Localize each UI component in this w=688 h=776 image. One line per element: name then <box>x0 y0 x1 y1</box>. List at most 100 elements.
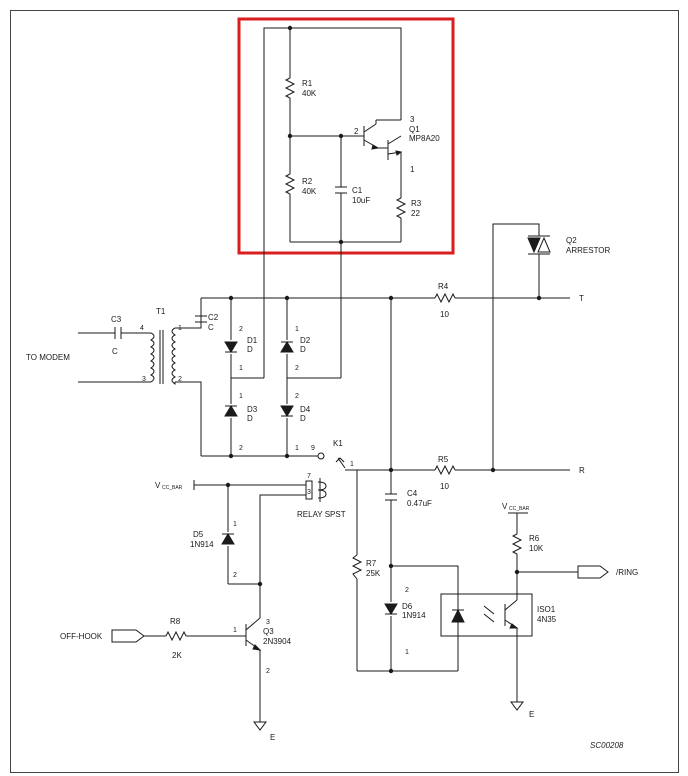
q3-value: 2N3904 <box>263 637 292 646</box>
transistor-q1: Q1 MP8A20 2 3 1 <box>354 115 440 174</box>
r5-value: 10 <box>440 482 449 491</box>
drawing-tag: SC00208 <box>590 741 624 750</box>
arrestor-q2: Q2 ARRESTOR <box>527 235 611 255</box>
d2-value: D <box>300 345 306 354</box>
off-hook-label: OFF-HOOK <box>60 632 103 641</box>
r5-ref: R5 <box>438 455 449 464</box>
ground-iso: E <box>510 701 534 719</box>
q1-ref: Q1 <box>409 125 420 134</box>
diode-d6: D6 1N914 2 1 <box>384 587 426 656</box>
q1-pin-collector: 3 <box>410 115 415 124</box>
vcc-left-label: V CC_BAR <box>155 481 183 491</box>
resistor-r7: R7 25K <box>351 554 381 580</box>
r1-value: 40K <box>302 89 317 98</box>
t1-pin-3: 3 <box>142 376 146 383</box>
d5-ref: D5 <box>193 530 204 539</box>
d6-pin-bot: 1 <box>405 649 409 656</box>
t1-ref: T1 <box>156 307 166 316</box>
r3-value: 22 <box>411 209 420 218</box>
capacitor-c1: C1 10uF <box>335 186 370 205</box>
vcc-right-label: V CC_BAR <box>502 502 530 512</box>
capacitor-c2: C2 C <box>195 313 219 332</box>
r8-ref: R8 <box>170 617 181 626</box>
t1-pin-1: 1 <box>178 325 182 332</box>
t1-pin-4: 4 <box>140 325 144 332</box>
d4-pin-bot: 1 <box>295 445 299 452</box>
vcc-right-main: V <box>502 502 508 511</box>
to-modem-label: TO MODEM <box>26 353 70 362</box>
c3-ref: C3 <box>111 315 122 324</box>
d5-pin-bot: 2 <box>233 572 237 579</box>
d3-pin-bot: 2 <box>239 445 243 452</box>
q3-pin-base: 1 <box>233 627 237 634</box>
resistor-r3: R3 22 <box>395 197 422 219</box>
d1-pin-top: 2 <box>239 326 243 333</box>
d3-pin-top: 1 <box>239 393 243 400</box>
d2-pin-top: 1 <box>295 326 299 333</box>
d4-value: D <box>300 414 306 423</box>
r7-ref: R7 <box>366 559 377 568</box>
r2-value: 40K <box>302 187 317 196</box>
d4-pin-top: 2 <box>295 393 299 400</box>
d2-pin-bot: 2 <box>295 365 299 372</box>
drawing-frame <box>10 10 679 773</box>
optoisolator-iso1: ISO1 4N35 <box>440 593 557 637</box>
q3-pin-collector: 3 <box>266 619 270 626</box>
d5-value: 1N914 <box>190 540 214 549</box>
k1-pin-9: 9 <box>311 445 315 452</box>
resistor-r6: R6 10K <box>511 533 544 555</box>
d4-ref: D4 <box>300 405 311 414</box>
iso1-value: 4N35 <box>537 615 557 624</box>
off-hook-input[interactable]: OFF-HOOK <box>60 629 145 643</box>
t1-pin-2: 2 <box>178 376 182 383</box>
q1-pin-emitter: 1 <box>410 165 415 174</box>
q1-value: MP8A20 <box>409 134 440 143</box>
d6-ref: D6 <box>402 602 413 611</box>
c3-value: C <box>112 347 118 356</box>
d6-value: 1N914 <box>402 611 426 620</box>
c1-value: 10uF <box>352 196 370 205</box>
junctions <box>225 25 542 674</box>
c2-ref: C2 <box>208 313 219 322</box>
ground-q3-label: E <box>270 733 275 742</box>
diode-d2: D2 D 1 2 <box>280 326 311 372</box>
tip-terminal-label: T <box>579 294 584 303</box>
ground-iso-label: E <box>529 710 534 719</box>
resistor-r8: R8 2K <box>165 617 187 660</box>
resistor-r4: R4 10 <box>434 282 456 319</box>
c2-value: C <box>208 323 214 332</box>
resistor-r5: R5 10 <box>434 455 456 491</box>
c1-ref: C1 <box>352 186 363 195</box>
ring-output-label: /RING <box>616 568 638 577</box>
k1-pin-3: 3 <box>307 489 311 496</box>
d6-pin-top: 2 <box>405 587 409 594</box>
r8-value: 2K <box>172 651 182 660</box>
ground-q3: E <box>253 721 275 742</box>
d5-pin-top: 1 <box>233 521 237 528</box>
ring-output[interactable]: /RING <box>577 565 638 579</box>
r1-ref: R1 <box>302 79 313 88</box>
r6-value: 10K <box>529 544 544 553</box>
capacitor-c3: C3 C <box>111 315 122 356</box>
highlighted-region <box>237 17 455 255</box>
k1-pin-1: 1 <box>350 461 354 468</box>
vcc-right-sub: CC_BAR <box>509 506 530 512</box>
highlight-box <box>237 17 455 255</box>
r7-value: 25K <box>366 569 381 578</box>
resistor-r2: R2 40K <box>284 173 317 196</box>
diode-d3: D3 D 1 2 <box>224 393 258 452</box>
wires <box>78 27 578 722</box>
r3-ref: R3 <box>411 199 422 208</box>
diode-d5: D5 1N914 1 2 <box>190 521 237 579</box>
d3-ref: D3 <box>247 405 258 414</box>
q2-value: ARRESTOR <box>566 246 611 255</box>
r4-value: 10 <box>440 310 449 319</box>
k1-value: RELAY SPST <box>297 510 346 519</box>
q2-ref: Q2 <box>566 236 577 245</box>
r2-ref: R2 <box>302 177 313 186</box>
c4-ref: C4 <box>407 489 418 498</box>
d1-pin-bot: 1 <box>239 365 243 372</box>
r6-ref: R6 <box>529 534 540 543</box>
q3-ref: Q3 <box>263 627 274 636</box>
